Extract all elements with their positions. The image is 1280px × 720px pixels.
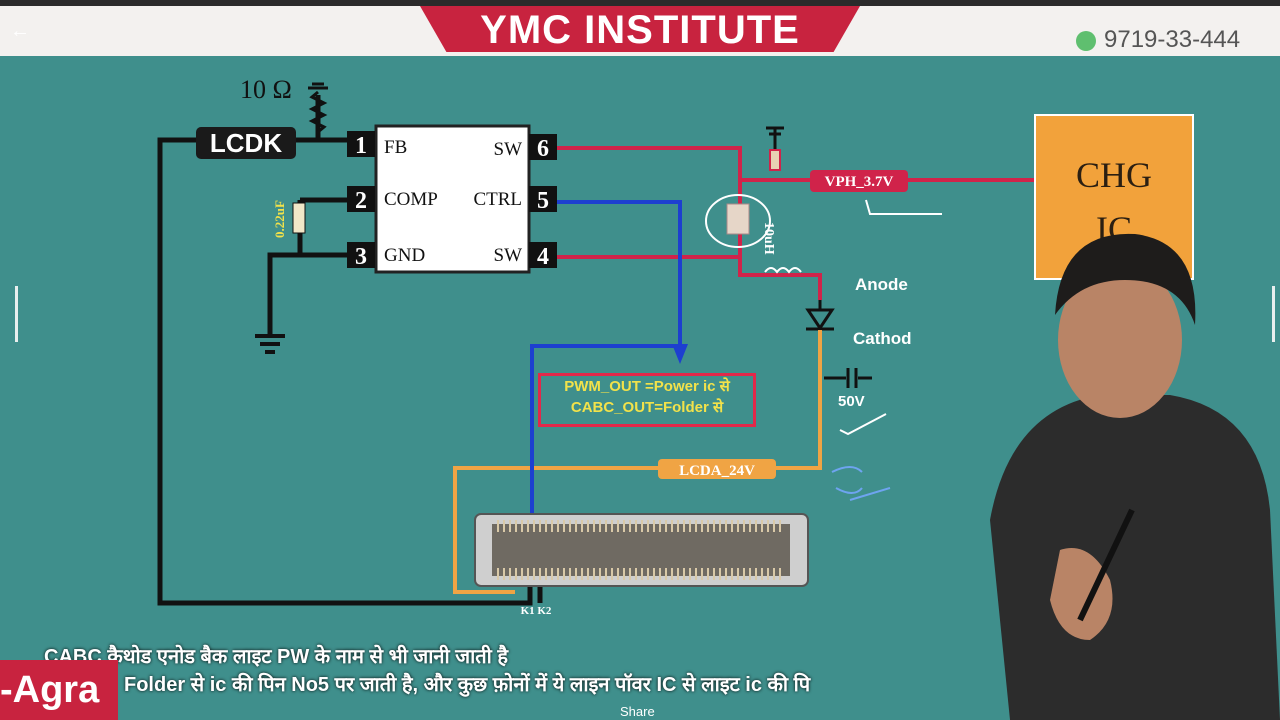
cap-voltage-label: 50V (838, 393, 865, 410)
vph-label: VPH_3.7V (825, 174, 894, 190)
note-line-2: CABC_OUT=Folder से (570, 399, 724, 416)
pin4-number: 4 (537, 244, 549, 270)
page-title: YMC INSTITUTE (480, 8, 800, 52)
pin-sw-top-label: SW (494, 139, 523, 160)
lcda-label: LCDA_24V (679, 463, 755, 479)
anode-label: Anode (855, 275, 908, 294)
presenter-figure (990, 233, 1280, 720)
resistor-value: 10 Ω (240, 75, 292, 104)
inductor-symbol (726, 203, 750, 235)
lcdk-pill: LCDK (196, 127, 296, 159)
resistor-ground (308, 82, 328, 90)
ground-symbol (255, 334, 285, 354)
pin-gnd-label: GND (384, 245, 425, 266)
pin-comp-label: COMP (384, 189, 438, 210)
cathode-label: Cathod (853, 329, 912, 348)
pin-fb-label: FB (384, 137, 407, 158)
whatsapp-icon (1076, 30, 1096, 51)
lcdk-wire (157, 137, 533, 606)
pin-ctrl-label: CTRL (473, 189, 522, 210)
diode-symbol (805, 300, 835, 331)
share-button[interactable]: Share (620, 704, 655, 719)
lcdk-label: LCDK (209, 128, 283, 158)
pin1-number: 1 (355, 133, 367, 159)
chg-label: CHG (1075, 155, 1152, 195)
back-button[interactable]: ← (10, 20, 30, 43)
pin-sw-bottom-label: SW (494, 245, 523, 266)
cap-50v-symbol (824, 368, 872, 388)
pin5-number: 5 (537, 188, 549, 214)
lcda-pill (658, 459, 776, 479)
connector-pin-label: K1 K2 (521, 605, 552, 617)
subtitle-line-1: CABC कैथोड एनोड बैक लाइट PW के नाम से भी… (44, 646, 509, 668)
note-line-1: PWM_OUT =Power ic से (564, 378, 730, 395)
resistor-symbol (308, 90, 328, 134)
cap-022-symbol (292, 202, 306, 234)
lcda-wires (453, 330, 822, 594)
city-badge: -Agra (0, 660, 118, 720)
phone-text: 9719-33-444 (1104, 26, 1241, 53)
vph-pill (810, 170, 908, 192)
signal-note-box: PWM_OUT =Power ic से CABC_OUT=Folder से (538, 373, 756, 427)
arrow-left-icon: ← (10, 20, 30, 42)
title-banner (420, 6, 860, 52)
pin2-number: 2 (355, 188, 367, 214)
pin6-number: 6 (537, 136, 549, 162)
inductor-label: 10uH (761, 222, 776, 255)
top-edge (0, 0, 1280, 6)
phone-number: 9719-33-444 (1076, 26, 1240, 54)
boost-ic-body (374, 124, 531, 274)
right-edge-marker (1272, 286, 1275, 342)
pin3-number: 3 (355, 244, 367, 270)
subtitle-line-2: Folder से ic की पिन No5 पर जाती है, और क… (124, 674, 811, 696)
cap-022-label: 0.22uF (272, 200, 287, 238)
left-edge-marker (15, 286, 18, 342)
